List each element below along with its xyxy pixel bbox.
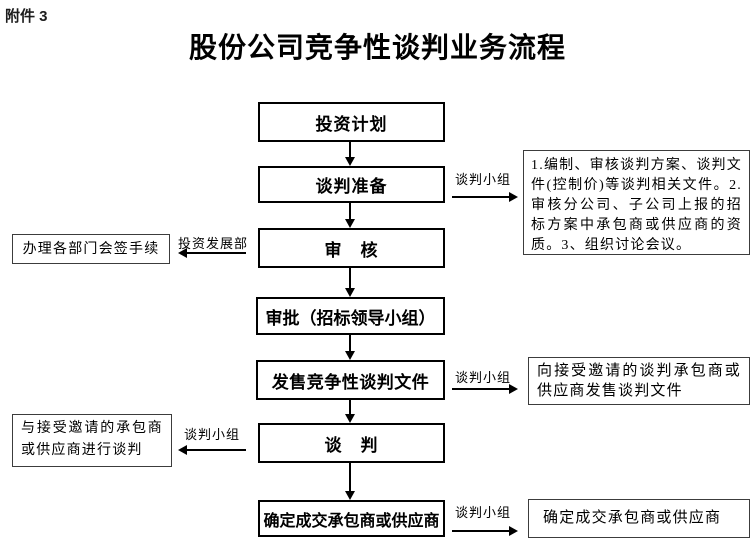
arrow-label-negotiation: 谈判小组 <box>184 427 241 442</box>
flow-step-negotiation: 谈 判 <box>258 423 445 463</box>
connector-confirm-right <box>452 530 509 532</box>
arrow-label-confirm: 谈判小组 <box>455 505 512 520</box>
note-countersign: 办理各部门会签手续 <box>12 234 170 264</box>
arrow-down-icon-3 <box>345 288 355 297</box>
flow-step-confirm-supplier: 确定成交承包商或供应商 <box>258 500 445 537</box>
flow-step-issue-documents: 发售竞争性谈判文件 <box>256 360 445 400</box>
arrow-label-issue: 谈判小组 <box>455 370 512 385</box>
connector-line-6 <box>349 463 351 491</box>
connector-line-4 <box>349 335 351 351</box>
arrow-label-prep: 谈判小组 <box>455 172 512 187</box>
arrow-right-icon-3 <box>509 526 518 536</box>
connector-issue-right <box>452 388 509 390</box>
arrow-down-icon-4 <box>345 351 355 360</box>
flow-step-approval: 审批（招标领导小组） <box>256 297 445 335</box>
arrow-label-review: 投资发展部 <box>178 236 249 251</box>
flow-step-investment-plan: 投资计划 <box>258 102 445 142</box>
arrow-down-icon-2 <box>345 219 355 228</box>
arrow-right-icon-2 <box>509 384 518 394</box>
connector-review-left <box>187 252 246 254</box>
arrow-down-icon-5 <box>345 414 355 423</box>
note-prep-tasks: 1.编制、审核谈判方案、谈判文件(控制价)等谈判相关文件。2.审核分公司、子公司… <box>523 150 750 255</box>
attachment-label: 附件 3 <box>5 8 48 25</box>
connector-line-2 <box>349 203 351 219</box>
connector-line-5 <box>349 400 351 414</box>
arrow-left-icon-1 <box>178 248 187 258</box>
connector-line-3 <box>349 268 351 288</box>
connector-negotiation-left <box>187 449 246 451</box>
arrow-down-icon-1 <box>345 157 355 166</box>
note-conduct-negotiation: 与接受邀请的承包商或供应商进行谈判 <box>12 414 172 467</box>
note-confirm-supplier: 确定成交承包商或供应商 <box>528 499 750 538</box>
arrow-left-icon-2 <box>178 445 187 455</box>
flow-step-review: 审 核 <box>258 228 445 268</box>
arrow-down-icon-6 <box>345 491 355 500</box>
flow-step-negotiation-prep: 谈判准备 <box>258 166 445 203</box>
arrow-right-icon-1 <box>509 192 518 202</box>
page-title: 股份公司竞争性谈判业务流程 <box>188 32 566 63</box>
connector-prep-right <box>452 196 509 198</box>
connector-line-1 <box>349 142 351 157</box>
note-issue-docs: 向接受邀请的谈判承包商或供应商发售谈判文件 <box>528 357 750 405</box>
